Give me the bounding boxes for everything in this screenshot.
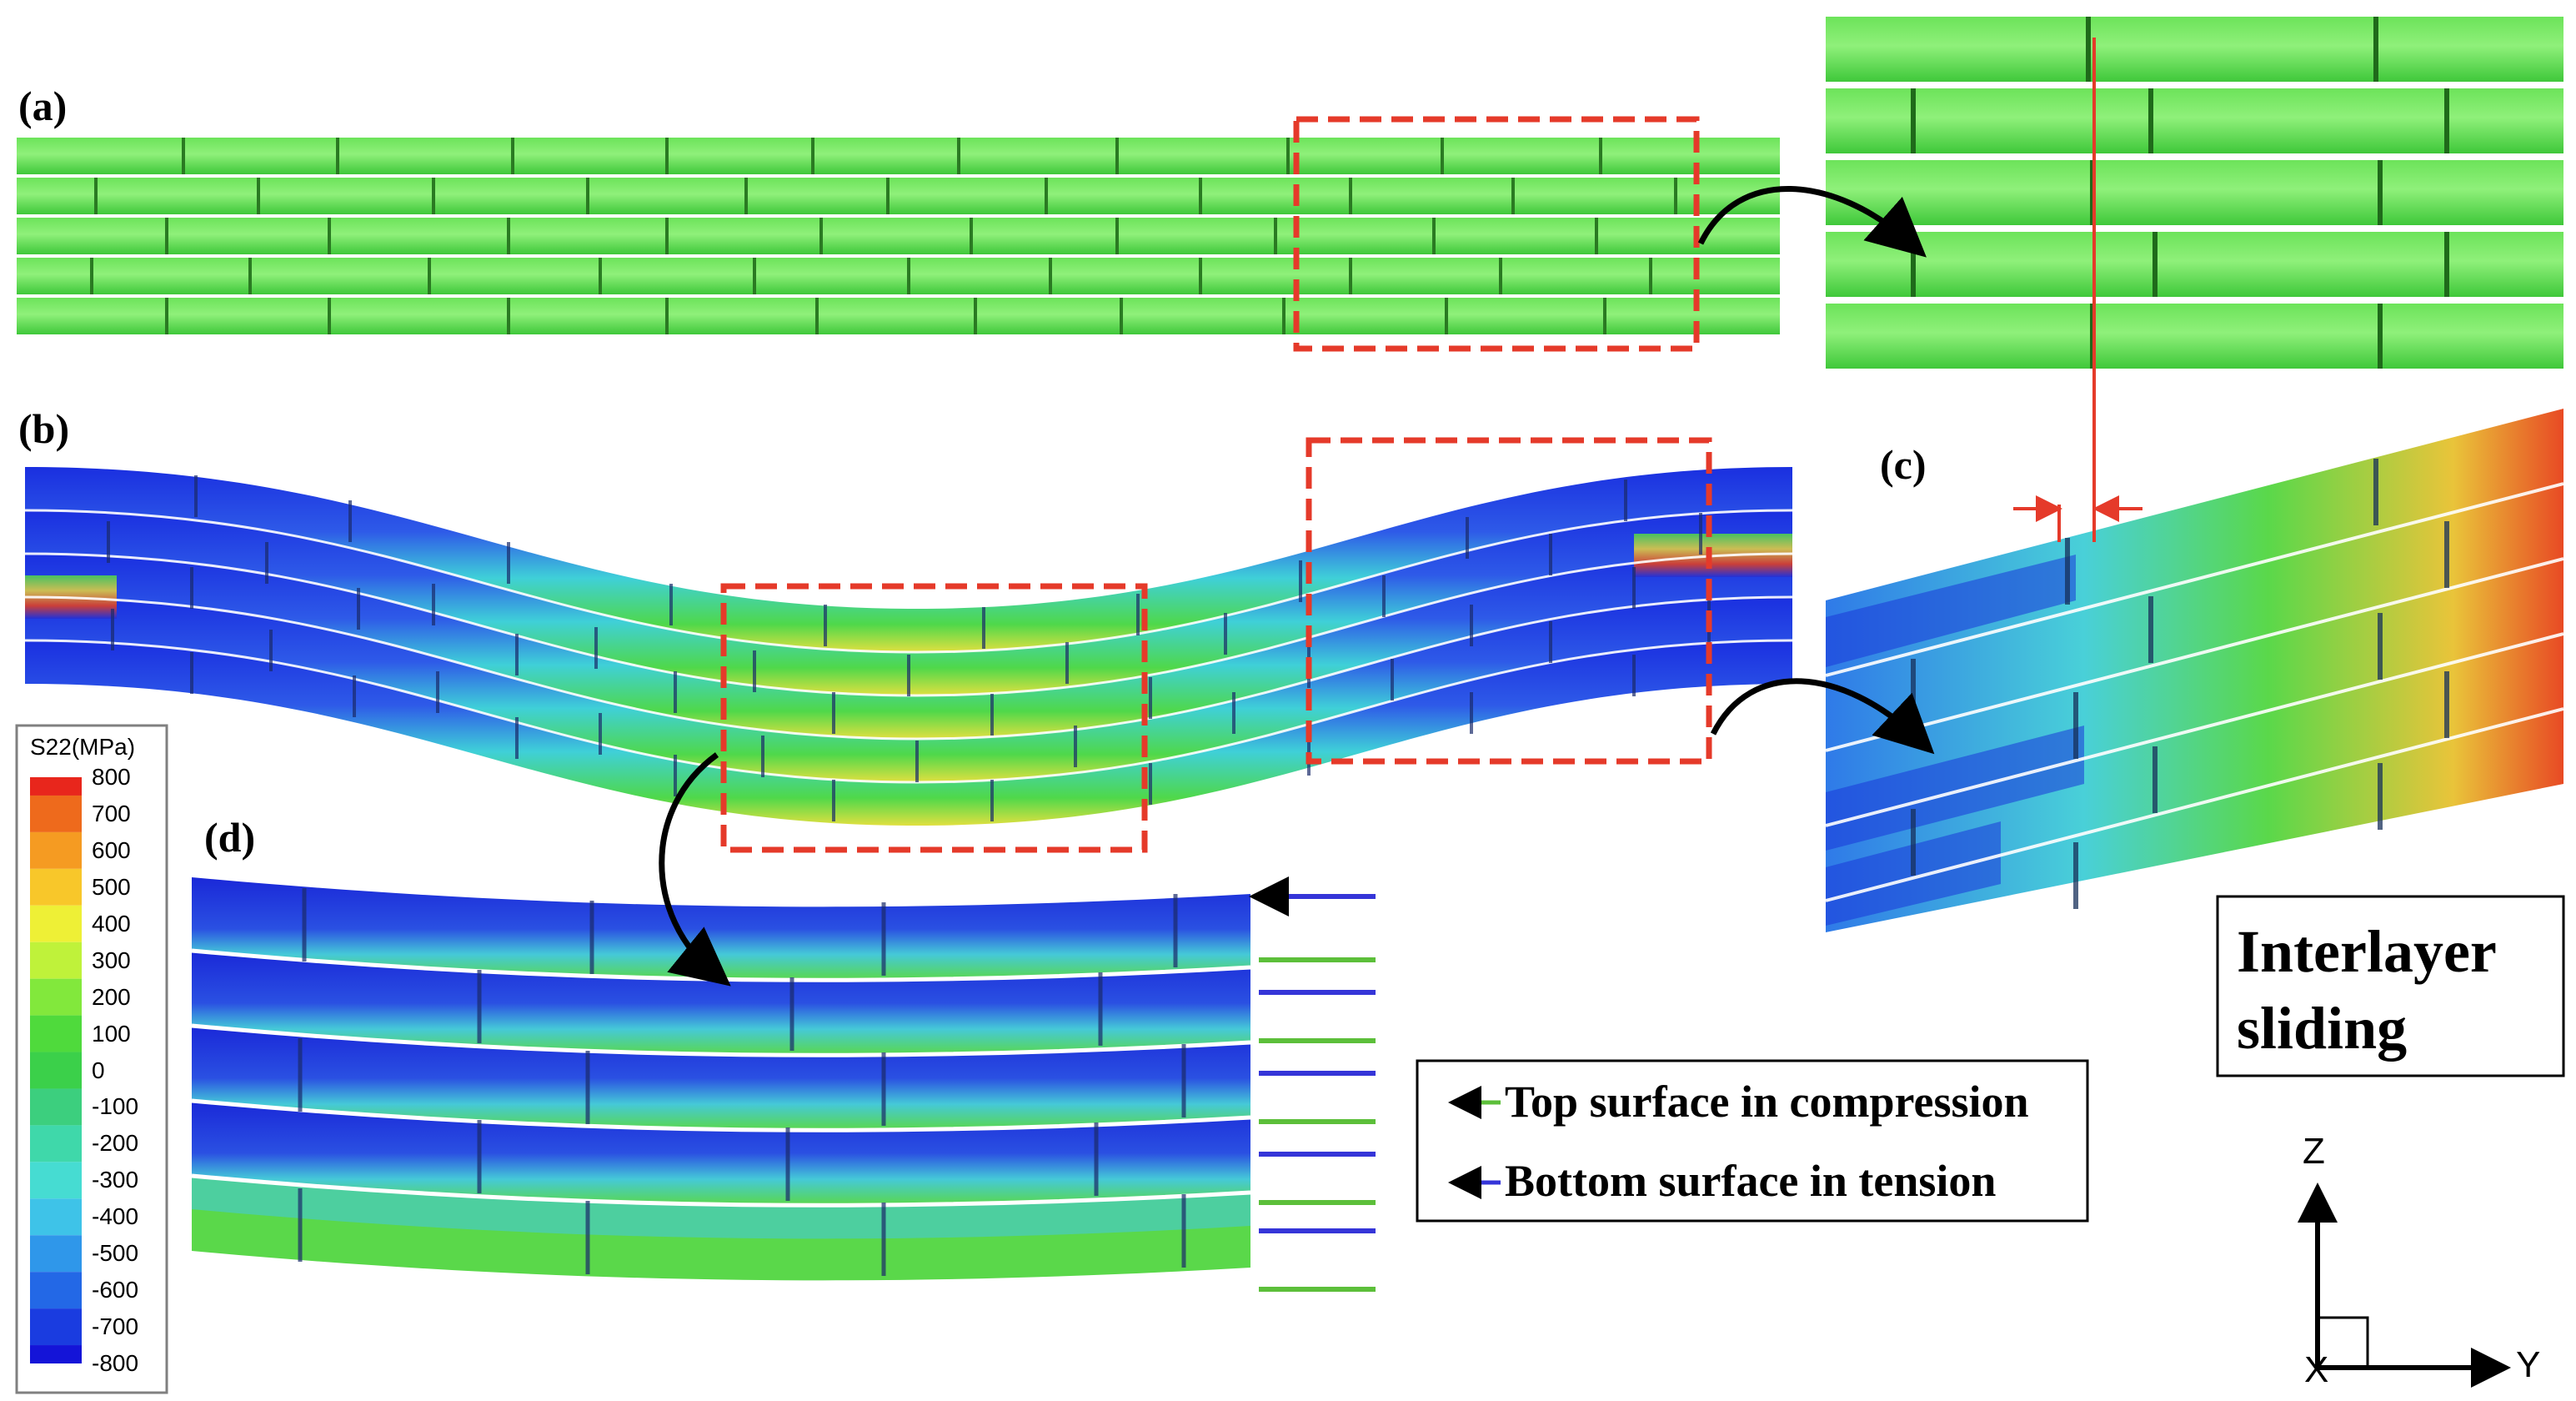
colorbar-tick-label: 800 [92,764,131,790]
panel-c-zoom [1825,409,2564,932]
colorbar-tick-label: 100 [92,1020,131,1047]
colorbar-tick-label: 600 [92,836,131,863]
highlight-boxes [720,116,1712,853]
colorbar-swatch [30,978,82,1016]
legend-bottom-label: Bottom surface in tension [1505,1156,1997,1206]
axis-label-x: X [2304,1349,2329,1390]
callout-line-1: Interlayer [2237,918,2497,985]
colorbar-swatch [30,1308,82,1346]
colorbar-swatch [30,831,82,869]
panel-d-zoom [191,877,1251,1281]
colorbar-swatch [30,795,82,832]
colorbar-swatch [30,868,82,906]
arrow-a-to-inset [1697,186,1927,258]
callout-text: Interlayer sliding [2237,913,2497,1067]
colorbar-swatch [30,1272,82,1309]
colorbar-tick-label: 500 [92,873,131,900]
surface-legend-box [1416,1059,2089,1223]
highlight-box-a [1293,116,1700,352]
colorbar-tick-label: 200 [92,983,131,1010]
colorbar-swatch [30,1125,82,1162]
colorbar-tick-label: 0 [92,1057,105,1083]
axis-label-z: Z [2303,1131,2325,1172]
colorbar-tick-label: 700 [92,800,131,826]
colorbar-title: S22(MPa) [30,734,136,760]
colorbar-swatch [30,1345,82,1363]
surface-arrows [1249,876,1376,1292]
panel-label-c: (c) [1880,441,1927,488]
colorbar-tick-label: -200 [92,1130,139,1157]
panel-b-laminate [24,467,1793,826]
colorbar-tick-label: -400 [92,1203,139,1230]
colorbar-swatch [30,1162,82,1199]
colorbar-tick-label: 300 [92,947,131,973]
callout-line-2: sliding [2237,995,2408,1062]
colorbar-swatch [30,1235,82,1273]
colorbar-swatch [30,1088,82,1126]
panel-label-b: (b) [18,405,70,452]
colorbar-swatch [30,942,82,979]
colorbar-ticks: 800 700 600 500 400 300 200 100 0 -100 -200 -300 -40… [92,764,167,1376]
colorbar-tick-label: 400 [92,910,131,937]
colorbar-swatch [30,905,82,942]
arrow-b-to-c [1710,678,1935,755]
colorbar-tick-label: -700 [92,1313,139,1340]
panel-a-laminate [17,138,1780,334]
axis-origin-square [2316,1316,2369,1369]
panel-label-d: (d) [204,814,256,861]
interlayer-callout-box [2216,895,2565,1077]
colorbar-swatch [30,1198,82,1236]
slip-marker [2013,38,2142,542]
coordinate-axes [2298,1183,2511,1388]
connector-arrows [659,186,1935,987]
colorbar-tick-label: -100 [92,1093,139,1120]
highlight-box-b-middle [720,583,1148,853]
colorbar-tick-label: -300 [92,1167,139,1193]
colorbar-swatch [30,1052,82,1089]
colorbar-swatch [30,777,82,796]
panel-a-inset [1826,17,2563,369]
colorbar-tick-label: -500 [92,1240,139,1267]
panel-label-a: (a) [18,83,68,129]
arrow-b-to-d [659,752,731,987]
legend-top-label: Top surface in compression [1505,1077,2029,1127]
colorbar-swatch [30,1015,82,1052]
axis-label-y: Y [2516,1344,2541,1385]
colorbar-tick-label: -800 [92,1350,139,1376]
colorbar-tick-label: -600 [92,1277,139,1303]
colorbar-swatches [30,777,82,1363]
highlight-box-b-right [1306,437,1712,765]
